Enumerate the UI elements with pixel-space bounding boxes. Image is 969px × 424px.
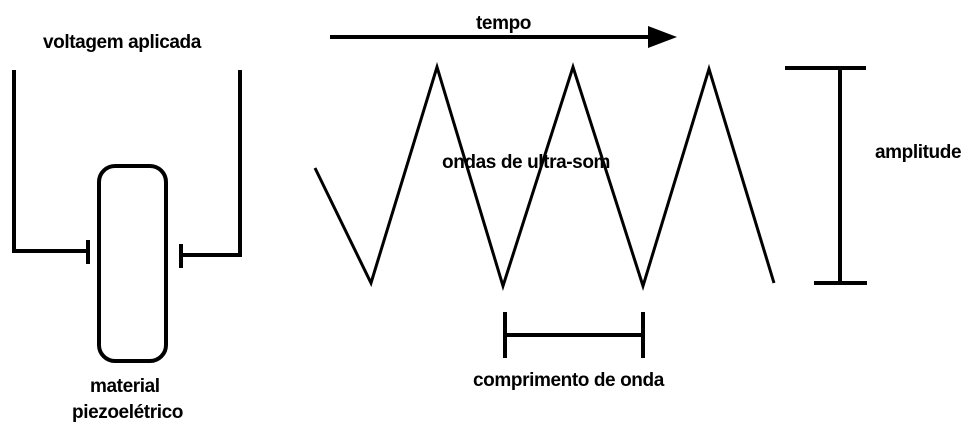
piezoelectric-material-block	[97, 164, 168, 363]
piezo-material-label-line1: material	[90, 376, 160, 397]
left-electrode-wire	[12, 70, 88, 253]
time-arrow-head-icon	[648, 26, 677, 48]
amplitude-label: amplitude	[875, 142, 961, 163]
time-label: tempo	[476, 13, 531, 34]
wavelength-label: comprimento de onda	[473, 370, 665, 391]
ultrasound-waves-label: ondas de ultra-som	[442, 152, 610, 173]
applied-voltage-label: voltagem aplicada	[43, 32, 202, 53]
piezo-material-label-line2: piezoelétrico	[72, 402, 183, 423]
right-electrode-wire	[181, 70, 242, 257]
ultrasound-wave	[313, 61, 776, 292]
